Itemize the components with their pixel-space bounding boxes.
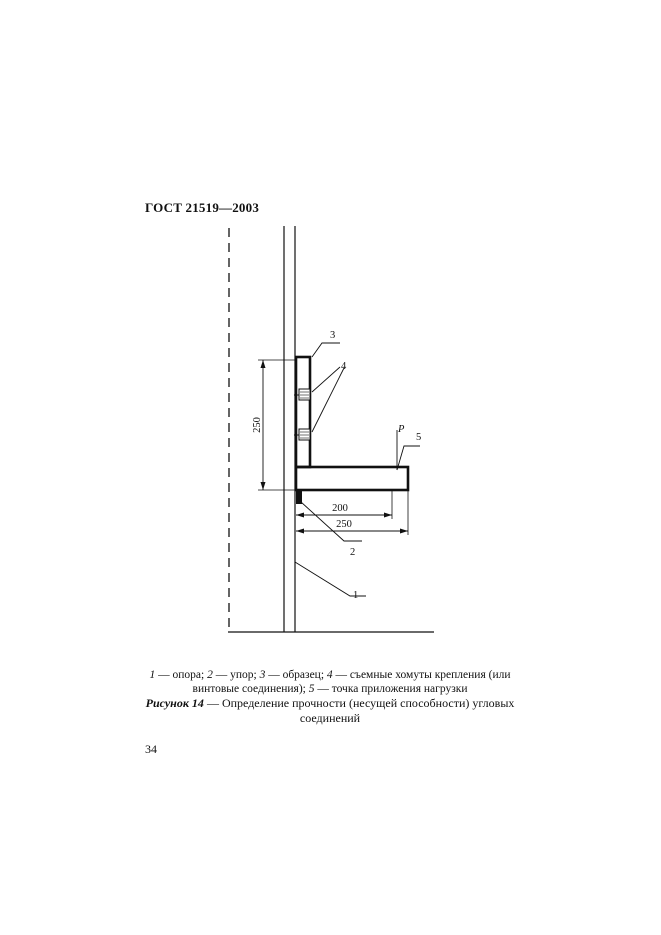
clamp-lower [294, 428, 311, 441]
legend-num-5: 5 [308, 683, 315, 695]
label-5: 5 [416, 432, 421, 443]
figure-legend: 1 — опора; 2 — упор; 3 — образец; 4 — съ… [140, 668, 520, 696]
label-1: 1 [353, 590, 358, 601]
legend-text-1: — опора; [155, 669, 208, 681]
standard-header: ГОСТ 21519—2003 [145, 200, 260, 215]
figure-caption: Рисунок 14 — Определение прочности (несу… [140, 696, 520, 726]
leader-line-1 [294, 561, 366, 597]
stop-block [296, 490, 302, 504]
caption-label: Рисунок 14 [145, 696, 204, 710]
label-4: 4 [341, 361, 347, 372]
page-number: 34 [145, 742, 157, 756]
legend-text-2: — упор; [212, 669, 260, 681]
label-3: 3 [330, 330, 335, 341]
leader-line-3 [311, 342, 340, 358]
specimen-horizontal-leg [294, 465, 410, 492]
specimen-vertical-leg [294, 355, 312, 469]
label-force: P [397, 424, 405, 435]
dim-height-label: 250 [252, 417, 263, 433]
clamp-upper [294, 388, 311, 401]
leader-line-4a [311, 366, 341, 393]
label-2: 2 [350, 547, 355, 558]
dim-long-label: 250 [336, 519, 352, 530]
leader-line-5 [396, 445, 420, 471]
leader-line-4b [311, 367, 345, 433]
specimen-joint-fill [298, 469, 308, 488]
caption-text: — Определение прочности (несущей способн… [203, 696, 515, 725]
legend-num-3: 3 [259, 669, 266, 681]
legend-text-3: — образец; [265, 669, 327, 681]
legend-num-2: 2 [207, 669, 213, 681]
legend-text-4: — съемные хомуты крепления (или винтовые… [192, 669, 511, 695]
dim-short-label: 200 [332, 503, 348, 514]
legend-num-4: 4 [326, 669, 333, 681]
legend-num-1: 1 [149, 669, 156, 681]
legend-text-5: — точка приложения нагрузки [314, 683, 468, 695]
